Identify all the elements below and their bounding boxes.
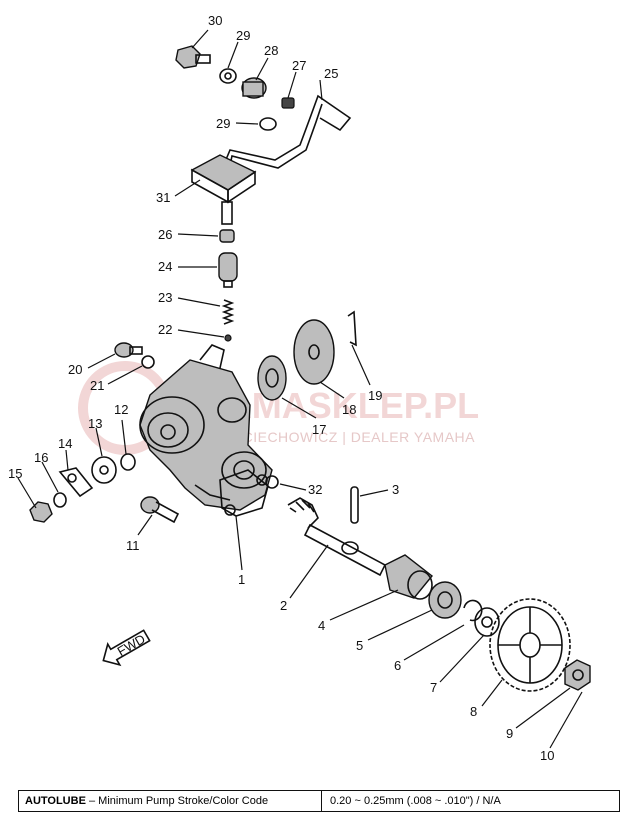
callout-21: 21 [90, 378, 104, 393]
spec-description: – Minimum Pump Stroke/Color Code [85, 795, 269, 807]
callout-9: 9 [506, 726, 513, 741]
pump-body [139, 344, 273, 511]
callout-4: 4 [318, 618, 325, 633]
callout-30: 30 [208, 13, 222, 28]
callout-16: 16 [34, 450, 48, 465]
worm-shaft-2 [287, 497, 387, 577]
collar-4 [384, 554, 433, 600]
callout-23: 23 [158, 290, 172, 305]
callout-25: 25 [324, 66, 338, 81]
callout-29-top: 29 [236, 28, 250, 43]
spec-value-cell: 0.20 ~ 0.25mm (.008 ~ .010") / N/A [322, 791, 619, 811]
screw-11 [140, 496, 180, 524]
nut-15 [29, 501, 53, 523]
plate-14 [58, 467, 94, 498]
washer-7 [474, 607, 500, 637]
banjo-fitting-28 [241, 77, 267, 99]
spec-value: 0.20 ~ 0.25mm (.008 ~ .010") / N/A [330, 795, 501, 807]
leader-lines [17, 29, 583, 749]
adjust-bolt-12-13 [91, 453, 136, 484]
callout-5: 5 [356, 638, 363, 653]
callout-20: 20 [68, 362, 82, 377]
bearing-17 [257, 355, 287, 401]
gasket-1 [219, 469, 269, 517]
callout-24: 24 [158, 259, 172, 274]
callout-11: 11 [126, 538, 140, 553]
bearing-5 [428, 581, 462, 619]
callout-15: 15 [8, 466, 22, 481]
callout-19: 19 [368, 388, 382, 403]
callout-7: 7 [430, 680, 437, 695]
spring-23 [221, 299, 235, 325]
washer-32 [265, 475, 279, 489]
gear-8 [489, 598, 571, 692]
ball-22 [224, 334, 232, 342]
cap-26 [219, 229, 235, 243]
nut-9 [564, 659, 591, 691]
spec-label-cell: AUTOLUBE – Minimum Pump Stroke/Color Cod… [19, 791, 322, 811]
callout-32: 32 [308, 482, 322, 497]
callout-10: 10 [540, 748, 554, 763]
callout-2: 2 [280, 598, 287, 613]
pin-3 [350, 486, 359, 524]
washer-21 [141, 355, 155, 369]
delivery-pipe-25 [224, 94, 352, 171]
callout-29-lower: 29 [216, 116, 230, 131]
screw-20 [114, 342, 143, 358]
fwd-label: FWD [115, 631, 148, 659]
callout-14: 14 [58, 436, 72, 451]
cover-31 [190, 154, 257, 225]
callout-8: 8 [470, 704, 477, 719]
spec-title: AUTOLUBE [25, 795, 86, 807]
spec-footer-table: AUTOLUBE – Minimum Pump Stroke/Color Cod… [18, 790, 620, 812]
callout-28: 28 [264, 43, 278, 58]
callout-22: 22 [158, 322, 172, 337]
callout-27: 27 [292, 58, 306, 73]
callout-17: 17 [312, 422, 326, 437]
plate-18 [293, 319, 335, 385]
washer-29-lower [259, 117, 277, 131]
fwd-arrow: FWD [102, 629, 151, 667]
bolt-30 [175, 45, 211, 69]
callout-26: 26 [158, 227, 172, 242]
watermark-subtitle: WOJCIECHOWICZ | DEALER YAMAHA [210, 429, 475, 445]
washer-29-top [219, 68, 237, 84]
callout-13: 13 [88, 416, 102, 431]
callout-1: 1 [238, 572, 245, 587]
callout-3: 3 [392, 482, 399, 497]
washer-16 [53, 492, 67, 508]
callout-12: 12 [114, 402, 128, 417]
callout-31: 31 [156, 190, 170, 205]
callout-18: 18 [342, 402, 356, 417]
watermark-brand: YAMASKLEP.PL [205, 385, 479, 426]
callout-labels: 30 29 28 27 25 29 31 26 24 23 22 20 21 1… [8, 13, 554, 763]
plunger-24 [218, 252, 238, 288]
pin-19 [347, 310, 357, 347]
callout-6: 6 [394, 658, 401, 673]
washer-27 [281, 97, 295, 109]
